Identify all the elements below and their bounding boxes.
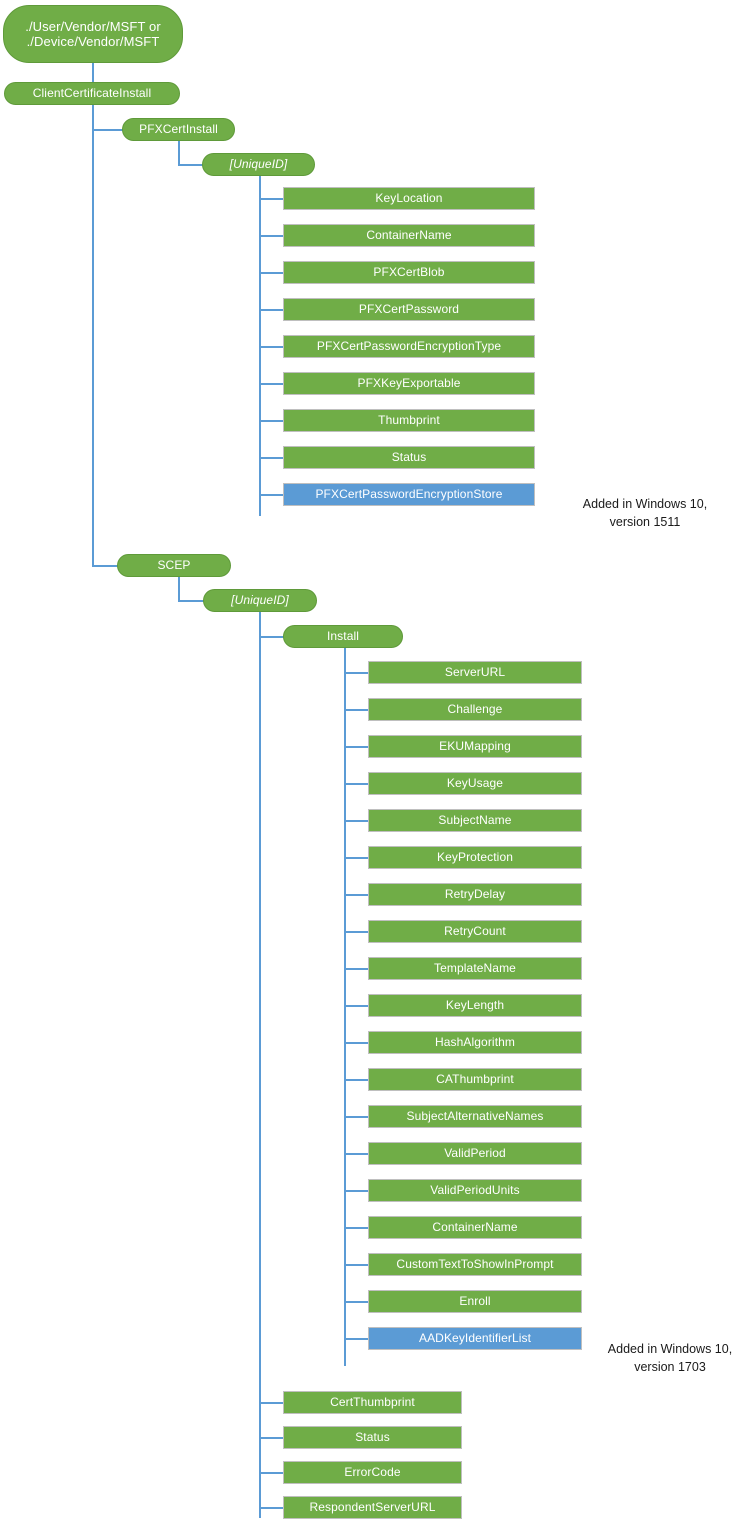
node-containername[interactable]: ContainerName [368, 1216, 582, 1239]
node-pfxcertblob[interactable]: PFXCertBlob [283, 261, 535, 284]
connector-scep-uniqueid-spine [259, 612, 261, 1518]
node-root[interactable]: ./User/Vendor/MSFT or ./Device/Vendor/MS… [3, 5, 183, 63]
node-status[interactable]: Status [283, 446, 535, 469]
connector-to-templatename [344, 967, 368, 970]
node-cathumbprint[interactable]: CAThumbprint [368, 1068, 582, 1091]
connector-spine-to-scep [92, 565, 118, 567]
connector-to-thumbprint [259, 419, 283, 422]
connector-pfxcertinstall-to-uniqueid-h [178, 164, 204, 166]
connector-to-subjectname [344, 819, 368, 822]
connector-to-pfxcertpasswordencryptionstore [259, 493, 283, 496]
node-pfxcertpasswordencryptionstore[interactable]: PFXCertPasswordEncryptionStore [283, 483, 535, 506]
node-subjectalternativenames[interactable]: SubjectAlternativeNames [368, 1105, 582, 1128]
connector-to-errorcode [259, 1471, 283, 1474]
connector-to-keylocation [259, 197, 283, 200]
node-pfxcertpasswordencryptiontype[interactable]: PFXCertPasswordEncryptionType [283, 335, 535, 358]
node-scep-uniqueid[interactable]: [UniqueID] [203, 589, 317, 612]
annotation-scep-added-version: Added in Windows 10, version 1703 [607, 1342, 733, 1375]
connector-to-challenge [344, 708, 368, 711]
node-challenge[interactable]: Challenge [368, 698, 582, 721]
node-scep-install[interactable]: Install [283, 625, 403, 648]
connector-spine-to-pfxcertinstall [92, 129, 124, 131]
connector-to-customtexttoshowinprompt [344, 1263, 368, 1266]
connector-to-respondentserverurl [259, 1506, 283, 1509]
annotation-pfx-added-version: Added in Windows 10, version 1511 [582, 497, 708, 530]
node-scep[interactable]: SCEP [117, 554, 231, 577]
connector-to-retrydelay [344, 893, 368, 896]
node-pfx-uniqueid[interactable]: [UniqueID] [202, 153, 315, 176]
node-validperiod[interactable]: ValidPeriod [368, 1142, 582, 1165]
node-retrycount[interactable]: RetryCount [368, 920, 582, 943]
node-ekumapping[interactable]: EKUMapping [368, 735, 582, 758]
node-templatename[interactable]: TemplateName [368, 957, 582, 980]
node-pfxcertinstall[interactable]: PFXCertInstall [122, 118, 235, 141]
connector-to-cathumbprint [344, 1078, 368, 1081]
node-certthumbprint[interactable]: CertThumbprint [283, 1391, 462, 1414]
connector-to-pfxcertpasswordencryptiontype [259, 345, 283, 348]
node-errorcode[interactable]: ErrorCode [283, 1461, 462, 1484]
connector-to-hashalgorithm [344, 1041, 368, 1044]
connector-to-ekumapping [344, 745, 368, 748]
connector-to-pfxcertpassword [259, 308, 283, 311]
connector-uniqueid-to-install [259, 636, 285, 638]
node-pfxcertpassword[interactable]: PFXCertPassword [283, 298, 535, 321]
node-subjectname[interactable]: SubjectName [368, 809, 582, 832]
connector-root-to-level1 [92, 62, 94, 83]
connector-to-aadkeyidentifierlist [344, 1337, 368, 1340]
connector-to-status [259, 456, 283, 459]
node-respondentserverurl[interactable]: RespondentServerURL [283, 1496, 462, 1519]
connector-to-validperiodunits [344, 1189, 368, 1192]
connector-to-pfxcertblob [259, 271, 283, 274]
connector-scep-to-uniqueid [178, 577, 180, 601]
node-validperiodunits[interactable]: ValidPeriodUnits [368, 1179, 582, 1202]
node-keylocation[interactable]: KeyLocation [283, 187, 535, 210]
connector-pfxcertinstall-to-uniqueid [178, 141, 180, 165]
node-keylength[interactable]: KeyLength [368, 994, 582, 1017]
node-hashalgorithm[interactable]: HashAlgorithm [368, 1031, 582, 1054]
node-status[interactable]: Status [283, 1426, 462, 1449]
node-containername[interactable]: ContainerName [283, 224, 535, 247]
connector-to-certthumbprint [259, 1401, 283, 1404]
node-keyusage[interactable]: KeyUsage [368, 772, 582, 795]
connector-to-containername [344, 1226, 368, 1229]
connector-to-keyusage [344, 782, 368, 785]
connector-to-status [259, 1436, 283, 1439]
node-keyprotection[interactable]: KeyProtection [368, 846, 582, 869]
connector-to-retrycount [344, 930, 368, 933]
node-thumbprint[interactable]: Thumbprint [283, 409, 535, 432]
connector-to-keyprotection [344, 856, 368, 859]
connector-scep-to-uniqueid-h [178, 600, 205, 602]
connector-level1-spine [92, 105, 94, 566]
node-client-certificate-install[interactable]: ClientCertificateInstall [4, 82, 180, 105]
connector-to-enroll [344, 1300, 368, 1303]
node-enroll[interactable]: Enroll [368, 1290, 582, 1313]
connector-to-validperiod [344, 1152, 368, 1155]
connector-to-containername [259, 234, 283, 237]
node-serverurl[interactable]: ServerURL [368, 661, 582, 684]
connector-to-subjectalternativenames [344, 1115, 368, 1118]
node-aadkeyidentifierlist[interactable]: AADKeyIdentifierList [368, 1327, 582, 1350]
connector-install-spine [344, 648, 346, 1366]
connector-to-keylength [344, 1004, 368, 1007]
node-pfxkeyexportable[interactable]: PFXKeyExportable [283, 372, 535, 395]
node-retrydelay[interactable]: RetryDelay [368, 883, 582, 906]
connector-to-pfxkeyexportable [259, 382, 283, 385]
node-customtexttoshowinprompt[interactable]: CustomTextToShowInPrompt [368, 1253, 582, 1276]
connector-to-serverurl [344, 671, 368, 674]
